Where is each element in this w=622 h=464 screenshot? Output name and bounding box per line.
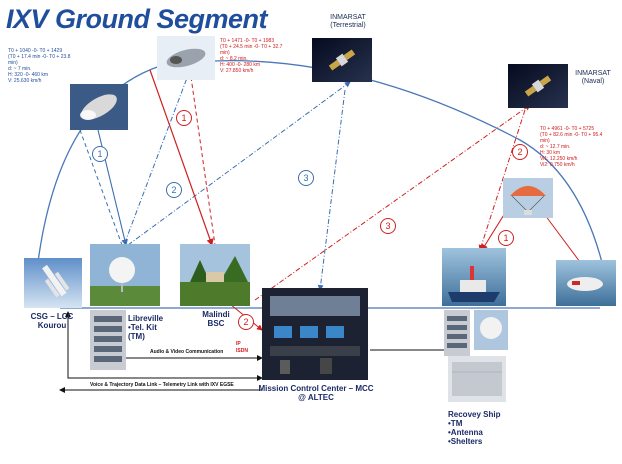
inmarsat-naval-line1: INMARSAT xyxy=(575,70,611,77)
satellite-icon xyxy=(328,49,356,71)
inmarsat-terrestrial-line1: INMARSAT xyxy=(330,14,366,21)
shelter-icon xyxy=(452,362,502,396)
step-1-red-center: 1 xyxy=(176,110,192,126)
telemetry-left-line: min) xyxy=(8,60,18,66)
site-ship-line2: •TM xyxy=(448,419,463,428)
rocket-icon xyxy=(42,264,70,298)
telemetry-right-line: d: ~ 12.7 min. xyxy=(540,144,571,150)
site-ship-line4: •Shelters xyxy=(448,437,483,446)
control-room-icon xyxy=(270,296,360,316)
ship-rack-image xyxy=(444,310,470,356)
telemetry-left: T0 + 1040 -0- T0 + 1429 (T0 + 17.4 min -… xyxy=(8,48,70,84)
site-csg-line1: CSG – LCC xyxy=(30,312,74,321)
link-red-1 xyxy=(149,69,214,247)
inmarsat-terrestrial-label: INMARSAT (Terrestrial) xyxy=(320,14,376,30)
parachute-image xyxy=(503,178,553,218)
site-ship-label: Recovey Ship •TM •Antenna •Shelters xyxy=(448,410,500,446)
site-mcc-label: Mission Control Center – MCC @ ALTEC xyxy=(254,384,378,402)
site-libreville-line2: •Tel. Kit xyxy=(128,323,157,332)
inmarsat-naval-line2: (Naval) xyxy=(581,78,605,85)
site-csg-label: CSG – LCC Kourou xyxy=(20,312,84,330)
ip-label: IP xyxy=(236,341,241,347)
telemetry-right-line: Vi1: 12.250 km/h xyxy=(540,156,578,162)
satellite-naval-image xyxy=(508,64,568,108)
step-2-blue: 2 xyxy=(166,182,182,198)
telemetry-right-line: H: 30 km xyxy=(540,150,561,156)
site-ship-line1: Recovey Ship xyxy=(448,410,501,419)
site-libreville-line3: (TM) xyxy=(128,332,145,341)
site-mcc-line2: @ ALTEC xyxy=(298,393,334,402)
shelter-image xyxy=(448,356,506,402)
site-malindi-line2: BSC xyxy=(207,319,225,328)
telemetry-center-line: H: 400 -0- 280 km xyxy=(220,62,261,68)
audio-video-label: Audio & Video Communication xyxy=(150,349,224,355)
telemetry-left-line: d: ~ 7 min. xyxy=(8,66,32,72)
telemetry-center-line: min) xyxy=(220,50,230,56)
satellite-icon xyxy=(524,75,552,97)
telemetry-right-line: (T0 + 82.6 min -0- T0 + 95.4 xyxy=(540,132,603,138)
parachute-icon xyxy=(510,186,546,196)
link-red-1b xyxy=(189,69,216,246)
telemetry-left-line: T0 + 1040 -0- T0 + 1429 xyxy=(8,48,63,54)
inmarsat-terrestrial-line2: (Terrestrial) xyxy=(330,22,366,29)
ship-image xyxy=(442,248,506,306)
site-malindi-line1: Malindi xyxy=(202,310,230,319)
step-1-blue: 1 xyxy=(92,146,108,162)
link-red-vehicle xyxy=(544,214,581,263)
mcc-image xyxy=(262,288,368,380)
link-red-3 xyxy=(254,104,531,301)
site-ship-line3: •Antenna xyxy=(448,428,483,437)
telemetry-center-line: T0 + 1471 -0- T0 + 1983 xyxy=(220,38,275,44)
telemetry-right-line: min) xyxy=(540,138,550,144)
site-libreville-label: Libreville •Tel. Kit (TM) xyxy=(128,314,163,341)
site-libreville-line1: Libreville xyxy=(128,314,164,323)
voice-data-label: Voice & Trajectory Data Link – Telemetry… xyxy=(90,382,234,388)
page-title: IXV Ground Segment xyxy=(6,4,268,34)
telemetry-right-line: T0 + 4961 -0- T0 + 5725 xyxy=(540,126,595,132)
link-blue-2 xyxy=(127,81,351,246)
telemetry-center: T0 + 1471 -0- T0 + 1983 (T0 + 24.5 min -… xyxy=(220,38,282,74)
step-3-blue: 3 xyxy=(298,170,314,186)
site-csg-line2: Kourou xyxy=(37,321,67,330)
step-2-red-mcc: 2 xyxy=(238,314,254,330)
antenna-icon xyxy=(480,317,502,339)
link-blue-center xyxy=(123,69,191,246)
isdn-label: ISDN xyxy=(236,348,248,354)
vehicle-sea-image xyxy=(556,260,616,306)
vehicle-center-image xyxy=(157,36,215,80)
libreville-image xyxy=(90,244,160,306)
malindi-image xyxy=(180,244,250,306)
server-rack-left-image xyxy=(90,310,126,370)
telemetry-right: T0 + 4961 -0- T0 + 5725 (T0 + 82.6 min -… xyxy=(540,126,602,168)
telemetry-left-line: H: 320 -0- 460 km xyxy=(8,72,49,78)
antenna-icon xyxy=(109,257,135,283)
site-malindi-label: Malindi BSC xyxy=(196,310,236,328)
telemetry-right-line: Vi2: 0.750 km/h xyxy=(540,162,575,168)
site-mcc-line1: Mission Control Center – MCC xyxy=(258,384,374,393)
ship-antenna-image xyxy=(474,310,508,350)
inmarsat-naval-label: INMARSAT (Naval) xyxy=(570,70,616,86)
step-1-red-right: 1 xyxy=(498,230,514,246)
vehicle-left-image xyxy=(70,84,128,130)
line-voice-data xyxy=(67,316,263,381)
step-2-red-right: 2 xyxy=(512,144,528,160)
telemetry-center-line: V: 27.850 km/h xyxy=(220,68,254,74)
satellite-terrestrial-image xyxy=(312,38,372,82)
telemetry-center-line: d: ~ 8.2 min. xyxy=(220,56,248,62)
telemetry-left-line: V: 25.630 km/h xyxy=(8,78,42,84)
link-blue-3 xyxy=(317,89,346,291)
telemetry-left-line: (T0 + 17.4 min -0- T0 + 23.8 xyxy=(8,54,71,60)
vehicle-icon xyxy=(567,277,603,291)
telemetry-center-line: (T0 + 24.5 min -0- T0 + 32.7 xyxy=(220,44,283,50)
ship-icon xyxy=(448,292,500,302)
kourou-image xyxy=(24,258,82,308)
link-red-2 xyxy=(478,109,526,251)
step-3-red: 3 xyxy=(380,218,396,234)
